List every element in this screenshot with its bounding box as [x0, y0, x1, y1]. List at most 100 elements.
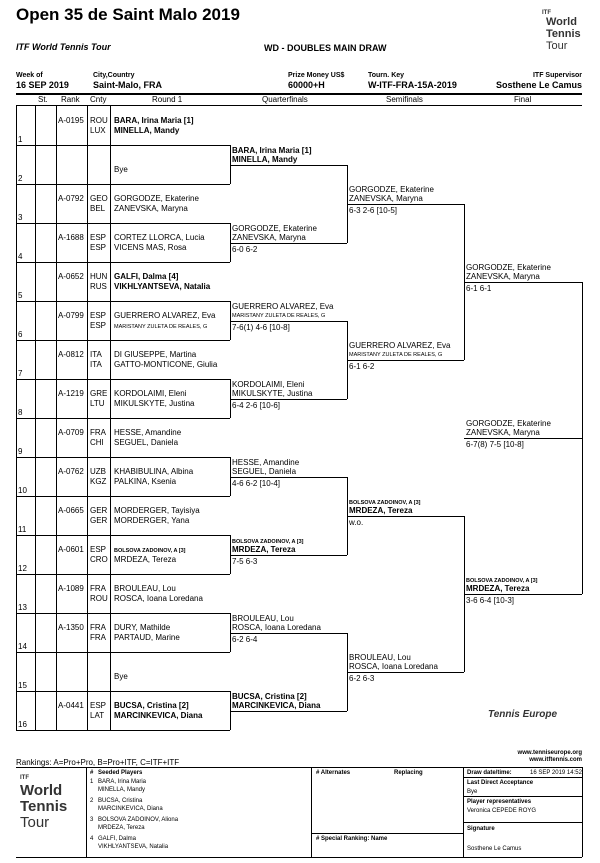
alternates-header: # Alternates: [316, 770, 351, 776]
qf-score: 7-5 6-3: [232, 556, 258, 566]
player-name: PARTAUD, Marine: [114, 633, 180, 642]
seed-entry: 3: [90, 817, 94, 823]
r1-line-4: [16, 262, 230, 263]
player-name: MORDERGER, Yana: [114, 516, 190, 525]
final-line: [464, 593, 582, 595]
country: ESP: [90, 233, 107, 242]
web1[interactable]: www.tenniseurope.org: [517, 750, 582, 756]
sf-line: [347, 671, 464, 673]
draw-title: WD - DOUBLES MAIN DRAW: [264, 43, 387, 53]
web2[interactable]: www.itftennis.com: [529, 757, 582, 763]
qf-line: [230, 476, 347, 478]
qf-player: GUERRERO ALVAREZ, Eva: [232, 301, 334, 311]
drawdate-value: 16 SEP 2019 14:52: [530, 770, 582, 776]
supervisor-label: ITF Supervisor: [532, 72, 582, 79]
tennis-europe-logo: Tennis Europe: [488, 709, 558, 720]
reps-label: Player representatives: [467, 799, 532, 805]
country: FRA: [90, 633, 106, 642]
final-player: GORGODZE, Ekaterine: [466, 262, 551, 272]
qf-score: 4-6 6-2 [10-4]: [232, 478, 281, 488]
st-rank: A-0709: [58, 428, 84, 437]
player-name: MARISTANY ZULETA DE REALES, G: [114, 324, 208, 330]
st-rank: A-0601: [58, 545, 84, 554]
special-ranking-header: # Special Ranking: Name: [316, 836, 388, 842]
sf-player: ZANEVSKA, Maryna: [349, 193, 423, 203]
qf-line: [230, 398, 347, 400]
line-number: 9: [18, 447, 23, 456]
qf-player: HESSE, Amandine: [232, 457, 300, 467]
seed-entry: BOLSOVA ZADOINOV, Aliona: [98, 817, 179, 823]
replacing-header: Replacing: [394, 770, 423, 776]
qf-player: GORGODZE, Ekaterine: [232, 223, 317, 233]
sf-player: BOLSOVA ZADOINOV, A [3]: [349, 499, 421, 506]
r1-line-7: [16, 379, 230, 380]
r1-line-5: [16, 301, 230, 302]
line-number: 2: [18, 174, 23, 183]
country: ESP: [90, 545, 107, 554]
qf-score: 6-2 6-4: [232, 634, 258, 644]
player-name: MORDERGER, Tayisiya: [114, 506, 200, 515]
final-score: 3-6 6-4 [10-3]: [466, 595, 515, 605]
sf-score: 6-1 6-2: [349, 361, 375, 371]
country: ESP: [90, 311, 107, 320]
sf-player: MARISTANY ZULETA DE REALES, G: [349, 351, 443, 358]
country: BEL: [90, 204, 106, 213]
player-name: DI GIUSEPPE, Martina: [114, 350, 197, 359]
champion-player: GORGODZE, Ekaterine: [466, 418, 551, 428]
line-number: 7: [18, 369, 23, 378]
st-rank: A-0441: [58, 701, 84, 710]
r1-line-2: [16, 184, 230, 185]
key-value: W-ITF-FRA-15A-2019: [368, 80, 457, 90]
final-line: [464, 281, 582, 283]
qf-player: BOLSOVA ZADOINOV, A [3]: [232, 538, 304, 545]
champion-score: 6-7(8) 7-5 [10-8]: [466, 439, 524, 449]
st-rank: A-0195: [58, 116, 84, 125]
country: ROU: [90, 116, 108, 125]
player-name: MARCINKEVICA, Diana: [114, 711, 203, 720]
qf-player: SEGUEL, Daniela: [232, 466, 297, 476]
city-value: Saint-Malo, FRA: [93, 80, 162, 90]
st-rank: A-1219: [58, 389, 84, 398]
signature-value: Sosthene Le Camus: [467, 846, 522, 852]
r1-line-3: [16, 223, 230, 224]
tour-name: ITF World Tennis Tour: [16, 42, 111, 52]
seed-entry: MRDEZA, Tereza: [98, 825, 145, 831]
player-name: GUERRERO ALVAREZ, Eva: [114, 311, 216, 320]
rankings-legend: Rankings: A=Pro+Pro, B=Pro+ITF, C=ITF+IT…: [16, 758, 180, 767]
qf-line: [230, 320, 347, 322]
r1-line-13: [16, 613, 230, 614]
sf-line: [347, 515, 464, 517]
st-rank: A-1089: [58, 584, 84, 593]
st-rank: A-1688: [58, 233, 84, 242]
qf-line: [230, 710, 347, 712]
country: ESP: [90, 243, 107, 252]
drawdate-label: Draw date/time:: [467, 770, 512, 776]
col-st: St.: [38, 95, 48, 104]
st-rank: A-0812: [58, 350, 84, 359]
country: ITA: [90, 350, 102, 359]
sf-score: 6-3 2-6 [10-5]: [349, 205, 398, 215]
r1-line-12: [16, 574, 230, 575]
country: GEO: [90, 194, 108, 203]
line-number: 4: [18, 252, 23, 261]
country: LUX: [90, 126, 106, 135]
qf-player: MIKULSKYTE, Justina: [232, 388, 313, 398]
line-number: 13: [18, 603, 27, 612]
country: LTU: [90, 399, 105, 408]
player-name: PALKINA, Ksenia: [114, 477, 177, 486]
seed-entry: BARA, Irina Maria: [98, 779, 147, 785]
reps-value: Veronica CEPEDE ROYG: [467, 808, 537, 814]
sf-line: [347, 203, 464, 205]
sf-player: GORGODZE, Ekaterine: [349, 184, 434, 194]
col-cnty: Cnty: [90, 95, 107, 104]
col-round1: Round 1: [152, 95, 183, 104]
r1-line-8: [16, 418, 230, 419]
player-name: BUCSA, Cristina [2]: [114, 701, 189, 710]
r1-line-10: [16, 496, 230, 497]
player-name: Bye: [114, 165, 128, 174]
final-player: MRDEZA, Tereza: [466, 583, 530, 593]
country: FRA: [90, 623, 106, 632]
r1-line-9: [16, 457, 230, 458]
sf-player: ROSCA, Ioana Loredana: [349, 661, 438, 671]
sf-player: BROULEAU, Lou: [349, 652, 411, 662]
